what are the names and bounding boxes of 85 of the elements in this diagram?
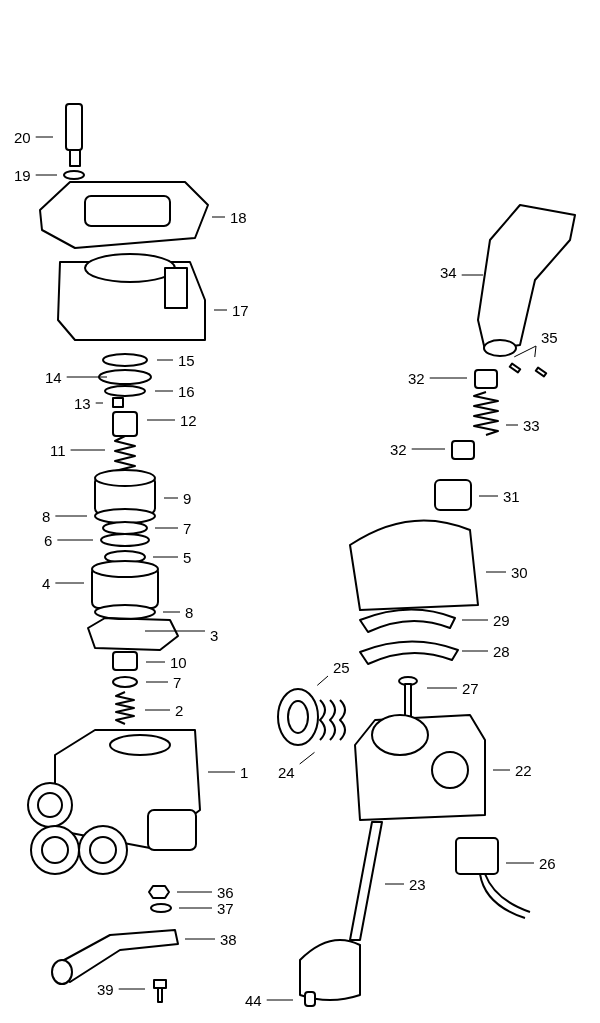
- leader-line: [154, 527, 179, 529]
- callout-number: 4: [42, 575, 51, 592]
- leader-line: [144, 709, 171, 711]
- leader-line: [299, 751, 315, 765]
- leader-line: [478, 495, 499, 497]
- callout-number: 3: [210, 627, 219, 644]
- leader-line: [492, 769, 511, 771]
- leader-line: [184, 938, 216, 940]
- leader-line: [266, 999, 294, 1001]
- callout-number: 32: [390, 441, 407, 458]
- callout-number: 29: [493, 612, 510, 629]
- callout-number: 28: [493, 643, 510, 660]
- leader-line: [145, 661, 166, 663]
- leader-line: [505, 424, 519, 426]
- callout-number: 30: [511, 564, 528, 581]
- callout-number: 39: [97, 981, 114, 998]
- leader-line: [211, 216, 226, 218]
- leader-line: [176, 891, 213, 893]
- callout-number: 33: [523, 417, 540, 434]
- callout-number: 8: [185, 604, 194, 621]
- leader-line: [54, 582, 85, 584]
- callout-number: 25: [333, 659, 350, 676]
- leader-line: [152, 556, 179, 558]
- callout-number: 26: [539, 855, 556, 872]
- leader-line: [145, 681, 169, 683]
- leader-line: [162, 611, 181, 613]
- leader-line: [95, 402, 104, 404]
- callout-number: 36: [217, 884, 234, 901]
- callout-number: 31: [503, 488, 520, 505]
- callout-number: 32: [408, 370, 425, 387]
- leader-line: [70, 449, 106, 451]
- leader-line: [146, 419, 176, 421]
- callout-number: 17: [232, 302, 249, 319]
- callout-number: 9: [183, 490, 192, 507]
- callout-number: 15: [178, 352, 195, 369]
- leader-line: [66, 376, 108, 378]
- leader-line: [207, 771, 236, 773]
- callout-number: 6: [44, 532, 53, 549]
- leader-line: [505, 862, 535, 864]
- leader-line: [461, 650, 489, 652]
- callout-number: 13: [74, 395, 91, 412]
- leader-line: [213, 309, 228, 311]
- leader-line: [35, 174, 58, 176]
- callout-number: 27: [462, 680, 479, 697]
- callout-number: 37: [217, 900, 234, 917]
- leader-line: [54, 515, 88, 517]
- leader-line: [384, 883, 405, 885]
- leader-line: [156, 359, 174, 361]
- callout-number: 12: [180, 412, 197, 429]
- leader-line: [118, 988, 146, 990]
- leader-line: [461, 274, 484, 276]
- callout-number: 20: [14, 129, 31, 146]
- leader-line: [485, 571, 507, 573]
- callout-number: 11: [50, 442, 66, 459]
- leader-line: [154, 390, 174, 392]
- leader-line: [411, 448, 446, 450]
- callout-number: 23: [409, 876, 426, 893]
- callout-number: 14: [45, 369, 62, 386]
- leader-line: [56, 539, 94, 541]
- callout-number: 1: [240, 764, 249, 781]
- leader-line: [178, 907, 213, 909]
- callout-number: 5: [183, 549, 192, 566]
- callout-number: 22: [515, 762, 532, 779]
- callout-number: 34: [440, 264, 457, 281]
- callout-number: 19: [14, 167, 31, 184]
- leader-line: [316, 675, 329, 686]
- leader-line: [35, 136, 54, 138]
- callout-number: 38: [220, 931, 237, 948]
- callout-number: 18: [230, 209, 247, 226]
- leader-line: [163, 497, 179, 499]
- callout-number: 35: [541, 329, 558, 346]
- callout-number: 7: [183, 520, 192, 537]
- callout-number: 44: [245, 992, 262, 1009]
- callout-number: 10: [170, 654, 187, 671]
- callout-number: 7: [173, 674, 182, 691]
- leader-line: [534, 345, 537, 358]
- callout-number: 2: [175, 702, 184, 719]
- callout-number: 8: [42, 508, 51, 525]
- callout-number: 24: [278, 764, 295, 781]
- leader-line: [513, 345, 537, 358]
- leader-line: [144, 630, 206, 632]
- leader-line: [461, 619, 489, 621]
- callout-number: 16: [178, 383, 195, 400]
- leader-line: [429, 377, 468, 379]
- leader-line: [426, 687, 458, 689]
